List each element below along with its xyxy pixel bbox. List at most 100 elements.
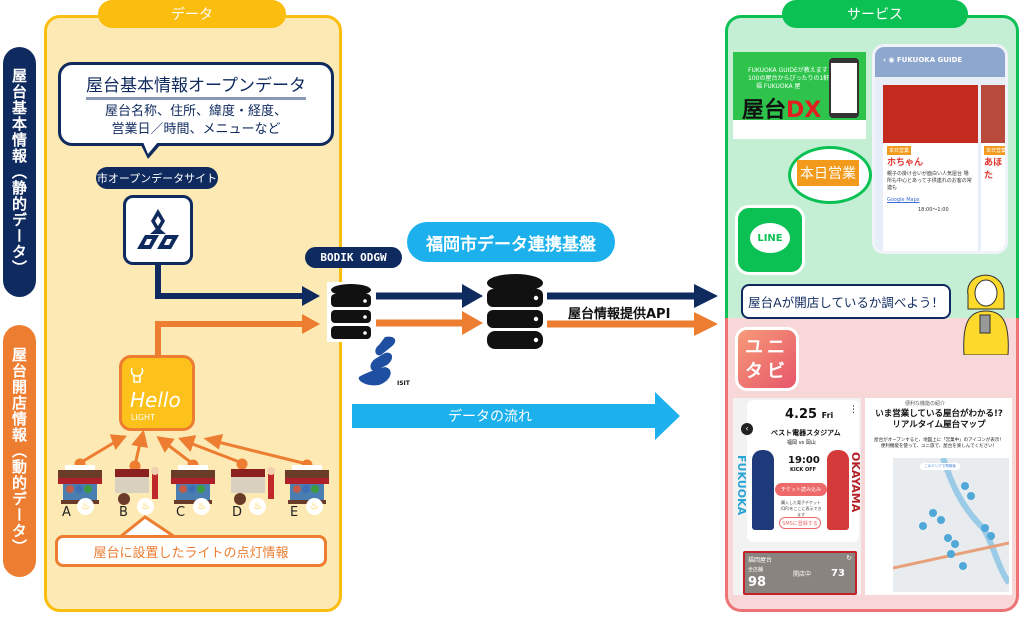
static-data-label: 屋台基本情報（静的データ） xyxy=(3,47,36,297)
ticket-load-button[interactable]: チケット読み込み xyxy=(775,483,827,496)
home-team-label: FUKUOKA xyxy=(735,455,748,516)
bodik-odgw-label: BODIK ODGW xyxy=(305,247,402,268)
static-flow-arrowhead xyxy=(302,286,320,306)
speech-bubble: 屋台Aが開店しているか調べよう！ xyxy=(741,284,951,319)
map-desc: 屋台がオープンすると、地図上に「営業中」のアイコンが表示！ 便利機能を使って、ユ… xyxy=(874,438,1004,450)
api-label: 屋台情報提供API xyxy=(568,307,671,322)
away-team-label: OKAYAMA xyxy=(849,452,862,513)
stall-label-a: A xyxy=(62,505,71,520)
match-date-value: 4.25 xyxy=(785,407,818,422)
realtime-yatai-map[interactable] xyxy=(892,457,1012,592)
light-icon: ♨ xyxy=(249,498,266,515)
match-stadium: ベスト電器スタジアム xyxy=(771,429,841,437)
dynamic-data-label: 屋台開店情報（動的データ） xyxy=(3,325,36,577)
dx-title-accent: DX xyxy=(786,98,822,123)
stall-name: あほた xyxy=(984,158,1003,181)
light-icon: ♨ xyxy=(77,498,94,515)
map-desc-line1: 屋台がオープンすると、地図上に「営業中」のアイコンが表示！ xyxy=(874,438,1004,443)
stall-hours: 18:00～1:00 xyxy=(918,207,949,213)
platform-database-icon xyxy=(487,274,543,349)
refresh-icon[interactable]: ↻ xyxy=(846,554,852,562)
widget-open-count: 73 xyxy=(831,568,845,579)
match-day: Fri xyxy=(821,411,834,420)
data-flow-label: データの流れ xyxy=(448,409,532,425)
kebab-menu-icon[interactable]: ⋮ xyxy=(849,405,858,415)
stall-photo xyxy=(883,85,978,143)
fukuoka-guide-header: ‹ ◉ FUKUOKA GUIDE xyxy=(875,47,1005,77)
open-data-body: 屋台名称、住所、緯度・経度、 営業日／時間、メニューなど xyxy=(61,103,331,139)
map-graphic xyxy=(892,457,1012,585)
callout-tail-inner xyxy=(143,142,158,154)
stall-d-icon xyxy=(231,467,275,505)
open-today-tag: 本日営業 xyxy=(984,146,1007,155)
stall-label-c: C xyxy=(176,505,186,520)
dx-title-main: 屋台 xyxy=(742,98,787,123)
data-flow-arrow xyxy=(352,392,680,440)
open-data-body-line1: 屋台名称、住所、緯度・経度、 xyxy=(104,104,287,119)
dx-brand: 福 FUKUOKA 屋 xyxy=(756,83,801,90)
stall-c-icon xyxy=(171,465,215,504)
stall-desc: 親子の掛け合いが面白い人気屋台 場所も中心とあって子供連れのお客の常連も xyxy=(887,171,972,191)
api-static-head xyxy=(694,284,718,308)
unitabi-line1: ユニ xyxy=(745,337,789,358)
dynamic-flow-line xyxy=(155,321,305,355)
map-intro: 便利な機能の紹介 xyxy=(905,401,946,407)
isit-logo-icon xyxy=(358,336,396,386)
map-desc-line2: 便利機能を使って、ユニ旅で、屋台を楽しんでください！ xyxy=(880,444,998,449)
light-icon: ♨ xyxy=(306,498,323,515)
hello-light-sub: LIGHT xyxy=(131,413,155,422)
map-title-line1: いま営業している屋台がわかる!? xyxy=(875,409,1003,419)
unitabi-line2: タビ xyxy=(745,361,789,382)
bodik-database-icon xyxy=(327,282,375,342)
bulb-icon xyxy=(130,367,144,383)
map-title: いま営業している屋台がわかる!? リアルタイム屋台マップ xyxy=(873,409,1005,431)
match-date: 4.25 Fri xyxy=(785,407,833,422)
fukuoka-guide-title: FUKUOKA GUIDE xyxy=(896,56,963,64)
unitabi-app-icon: ユニ タビ xyxy=(735,327,799,391)
line-logo: LINE xyxy=(750,223,790,253)
widget-all-count: 98 xyxy=(748,575,767,590)
open-data-body-line2: 営業日／時間、メニューなど xyxy=(111,122,281,137)
dx-tagline: FUKUOKA GUIDEが教えます 100の屋台からぴったりの1軒を！ 福 F… xyxy=(748,67,841,91)
light-icon: ♨ xyxy=(137,498,154,515)
widget-open-label: 開店中 xyxy=(793,571,812,578)
static-flow-line xyxy=(155,265,305,299)
fukuoka-guide-phone: ‹ ◉ FUKUOKA GUIDE 本日営業 ホちゃん 親子の掛け合いが面白い人… xyxy=(872,44,1008,254)
stall-photo-2 xyxy=(981,85,1005,143)
light-icon: ♨ xyxy=(193,498,210,515)
match-teams: 福岡 vs 岡山 xyxy=(787,440,816,446)
api-dynamic-head xyxy=(694,312,718,336)
widget-all-label: 全店舗 xyxy=(748,567,764,573)
map-research-button[interactable]: このエリアで再検索 xyxy=(920,463,960,470)
stall-label-b: B xyxy=(119,505,128,520)
ticket-hint: 購入した電子チケット(QR)をここに表示できます xyxy=(780,500,822,517)
fukuoka-city-logo xyxy=(123,195,193,265)
stall-b-icon xyxy=(115,467,159,505)
open-today-zoom-label: 本日営業 xyxy=(797,160,859,186)
dx-tagline1: FUKUOKA GUIDEが教えます xyxy=(748,67,828,74)
fukuoka-emblem-icon xyxy=(137,209,179,249)
sms-register-button[interactable]: SMSに登録する xyxy=(779,517,821,529)
stall-card-1[interactable]: 本日営業 ホちゃん 親子の掛け合いが面白い人気屋台 場所も中心とあって子供連れの… xyxy=(883,143,978,251)
open-data-title: 屋台基本情報オープンデータ xyxy=(86,71,306,100)
back-icon[interactable]: ‹ xyxy=(741,423,753,435)
match-kickoff: KICK OFF xyxy=(790,467,817,473)
map-title-line2: リアルタイム屋台マップ xyxy=(892,420,986,430)
data-panel-tab: データ xyxy=(98,0,286,28)
dx-phone-screen xyxy=(831,63,857,113)
service-panel-tab: サービス xyxy=(782,0,968,28)
yatai-status-widget[interactable]: 福岡屋台 ↻ 全店舗 98 開店中 73 xyxy=(743,551,857,595)
stall-card-2[interactable]: 本日営業 あほた xyxy=(981,143,1007,251)
open-data-site-label: 市オープンデータサイト xyxy=(96,167,218,189)
fukuoka-data-platform-label: 福岡市データ連携基盤 xyxy=(407,222,615,262)
google-maps-link[interactable]: Google Maps xyxy=(887,197,920,203)
dynamic-flow-arrowhead xyxy=(302,314,320,334)
stall-label-d: D xyxy=(232,505,243,520)
open-today-tag: 本日営業 xyxy=(887,146,912,155)
hello-light-logo: Hello LIGHT xyxy=(119,355,195,431)
open-data-callout: 屋台基本情報オープンデータ 屋台名称、住所、緯度・経度、 営業日／時間、メニュー… xyxy=(58,62,334,146)
isit-logo-text: ISIT xyxy=(397,380,410,387)
line-app-icon: LINE xyxy=(735,205,805,275)
stall-label-e: E xyxy=(290,505,299,520)
bodik-to-platform-dynamic-head xyxy=(462,311,483,335)
